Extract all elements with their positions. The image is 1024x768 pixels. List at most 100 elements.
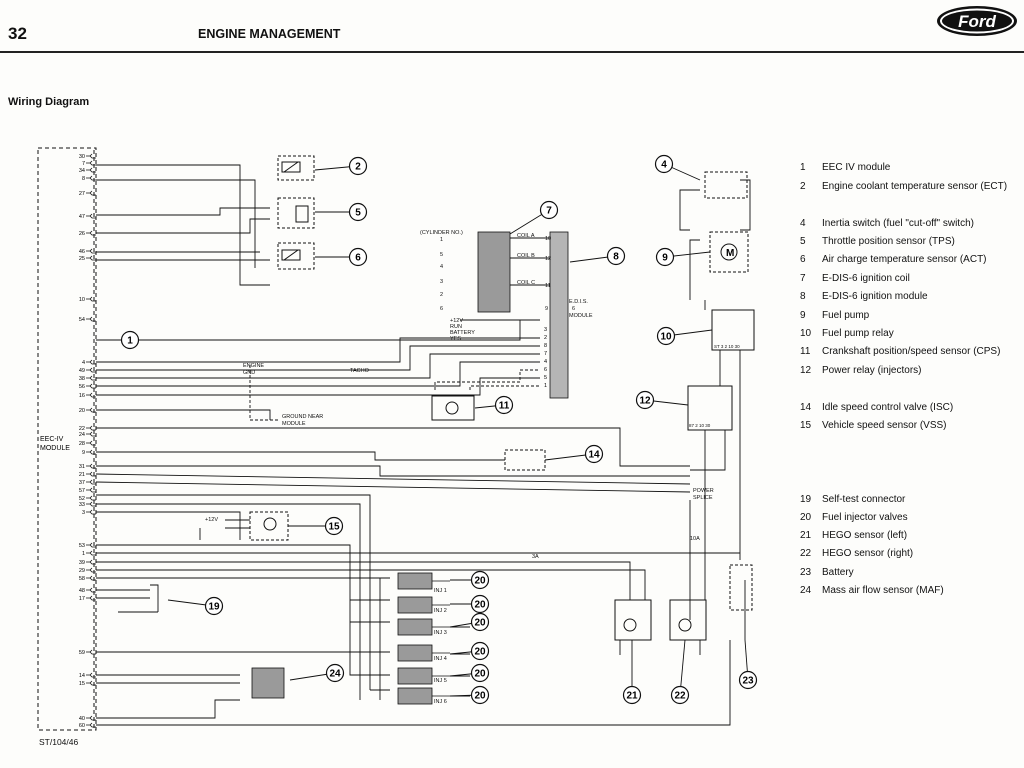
module-pin-label: 48 <box>79 588 85 594</box>
injector-4 <box>397 644 433 662</box>
svg-text:INJ 4: INJ 4 <box>434 656 447 662</box>
module-pin-connector <box>86 559 96 565</box>
legend-number: 22 <box>800 548 812 559</box>
svg-text:COIL C: COIL C <box>517 280 535 286</box>
callout-number: 23 <box>742 676 754 687</box>
module-pin-label: 3 <box>82 510 85 516</box>
callout-number: 19 <box>208 602 220 613</box>
legend-number: 5 <box>800 236 806 247</box>
callout-circle <box>738 670 758 690</box>
legend-number: 10 <box>800 328 812 339</box>
inertia-switch <box>704 171 748 199</box>
legend-number: 1 <box>800 162 806 173</box>
callout-circle <box>324 516 344 536</box>
svg-text:INJ 1: INJ 1 <box>434 588 447 594</box>
module-pin-label: 37 <box>79 480 85 486</box>
callout-6: 6 <box>315 247 368 267</box>
module-pin-label: 27 <box>79 191 85 197</box>
svg-text:GROUND NEAR: GROUND NEAR <box>282 414 323 420</box>
module-pin-connector <box>86 316 96 322</box>
module-pin-label: 58 <box>79 576 85 582</box>
module-pin-label: 20 <box>79 408 85 414</box>
callout-20: 20 <box>449 685 490 705</box>
callout-number: 22 <box>674 691 686 702</box>
module-pin-connector <box>86 375 96 381</box>
module-pin-connector <box>86 449 96 455</box>
edis-pin-label: 3 <box>544 327 547 333</box>
legend-number: 20 <box>800 512 812 523</box>
maf-sensor <box>251 667 285 699</box>
svg-text:COIL A: COIL A <box>517 233 535 239</box>
svg-text:+12V: +12V <box>450 318 463 324</box>
figure-reference: ST/104/46 <box>39 737 79 747</box>
callout-number: 6 <box>355 253 361 264</box>
callout-4: 4 <box>654 154 701 181</box>
callout-9: 9 <box>655 247 711 267</box>
injector-1 <box>397 572 433 590</box>
legend-number: 24 <box>800 585 812 596</box>
callout-circle <box>348 247 368 267</box>
legend-number: 12 <box>800 365 812 376</box>
crank-sensor <box>431 395 475 421</box>
callout-number: 11 <box>499 401 510 412</box>
legend-label: Fuel pump <box>822 310 870 321</box>
svg-text:12: 12 <box>545 256 551 262</box>
legend-label: Inertia switch (fuel "cut-off" switch) <box>822 218 974 229</box>
callout-circle <box>470 594 490 614</box>
module-pin-label: 16 <box>79 393 85 399</box>
edis-pin-label: 8 <box>544 343 547 349</box>
module-pin-label: 54 <box>79 317 85 323</box>
module-pin-connector <box>86 190 96 196</box>
svg-text:E.D.I.S.: E.D.I.S. <box>569 299 588 305</box>
callout-12: 12 <box>635 390 689 410</box>
callout-8: 8 <box>569 246 626 266</box>
module-pin-connector <box>86 431 96 437</box>
module-pin-connector <box>86 213 96 219</box>
legend-label: E-DIS-6 ignition module <box>822 291 928 302</box>
module-pin-connector <box>86 167 96 173</box>
module-pin-connector <box>86 407 96 413</box>
callout-number: 20 <box>474 669 486 680</box>
module-pin-connector <box>86 649 96 655</box>
svg-text:BATTERY: BATTERY <box>450 330 475 336</box>
page-number: 32 <box>8 24 27 43</box>
callout-circle <box>654 154 674 174</box>
module-pin-label: 4 <box>82 360 85 366</box>
legend-number: 11 <box>800 346 811 357</box>
module-pin-label: 30 <box>79 154 85 160</box>
callout-23: 23 <box>738 639 758 690</box>
module-pin-label: 26 <box>79 231 85 237</box>
module-pin-label: 7 <box>82 161 85 167</box>
callout-circle <box>120 330 140 350</box>
legend-number: 23 <box>800 567 812 578</box>
module-pin-label: 31 <box>79 464 85 470</box>
svg-text:6: 6 <box>572 306 575 312</box>
callout-circle <box>635 390 655 410</box>
svg-text:3: 3 <box>440 279 443 285</box>
svg-text:INJ 6: INJ 6 <box>434 699 447 705</box>
callout-7: 7 <box>509 200 559 235</box>
legend-label: Vehicle speed sensor (VSS) <box>822 420 947 431</box>
callout-2: 2 <box>314 156 368 176</box>
module-pin-connector <box>86 425 96 431</box>
callout-number: 8 <box>613 252 619 263</box>
callout-number: 20 <box>474 691 486 702</box>
hego-left <box>614 599 652 641</box>
module-pin-connector <box>86 440 96 446</box>
module-pin-connector <box>86 542 96 548</box>
callout-circle <box>348 202 368 222</box>
callout-circle <box>470 663 490 683</box>
